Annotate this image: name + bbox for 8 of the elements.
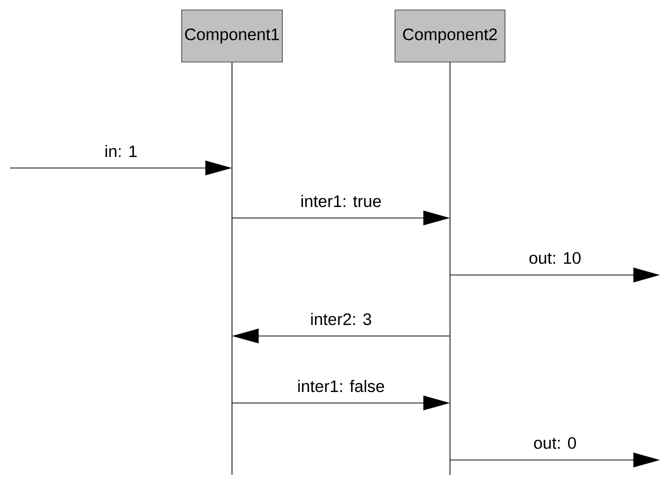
message-label: out: 10 xyxy=(527,250,583,266)
message-label: out: 0 xyxy=(532,436,578,450)
message-label: in: 1 xyxy=(103,144,139,158)
message-label: inter1: false xyxy=(296,378,386,394)
message-label: inter1: true xyxy=(299,194,383,208)
message-label: inter2: 3 xyxy=(308,312,374,326)
participant-box: Component2 xyxy=(394,10,506,62)
participant-box: Component1 xyxy=(181,10,283,62)
